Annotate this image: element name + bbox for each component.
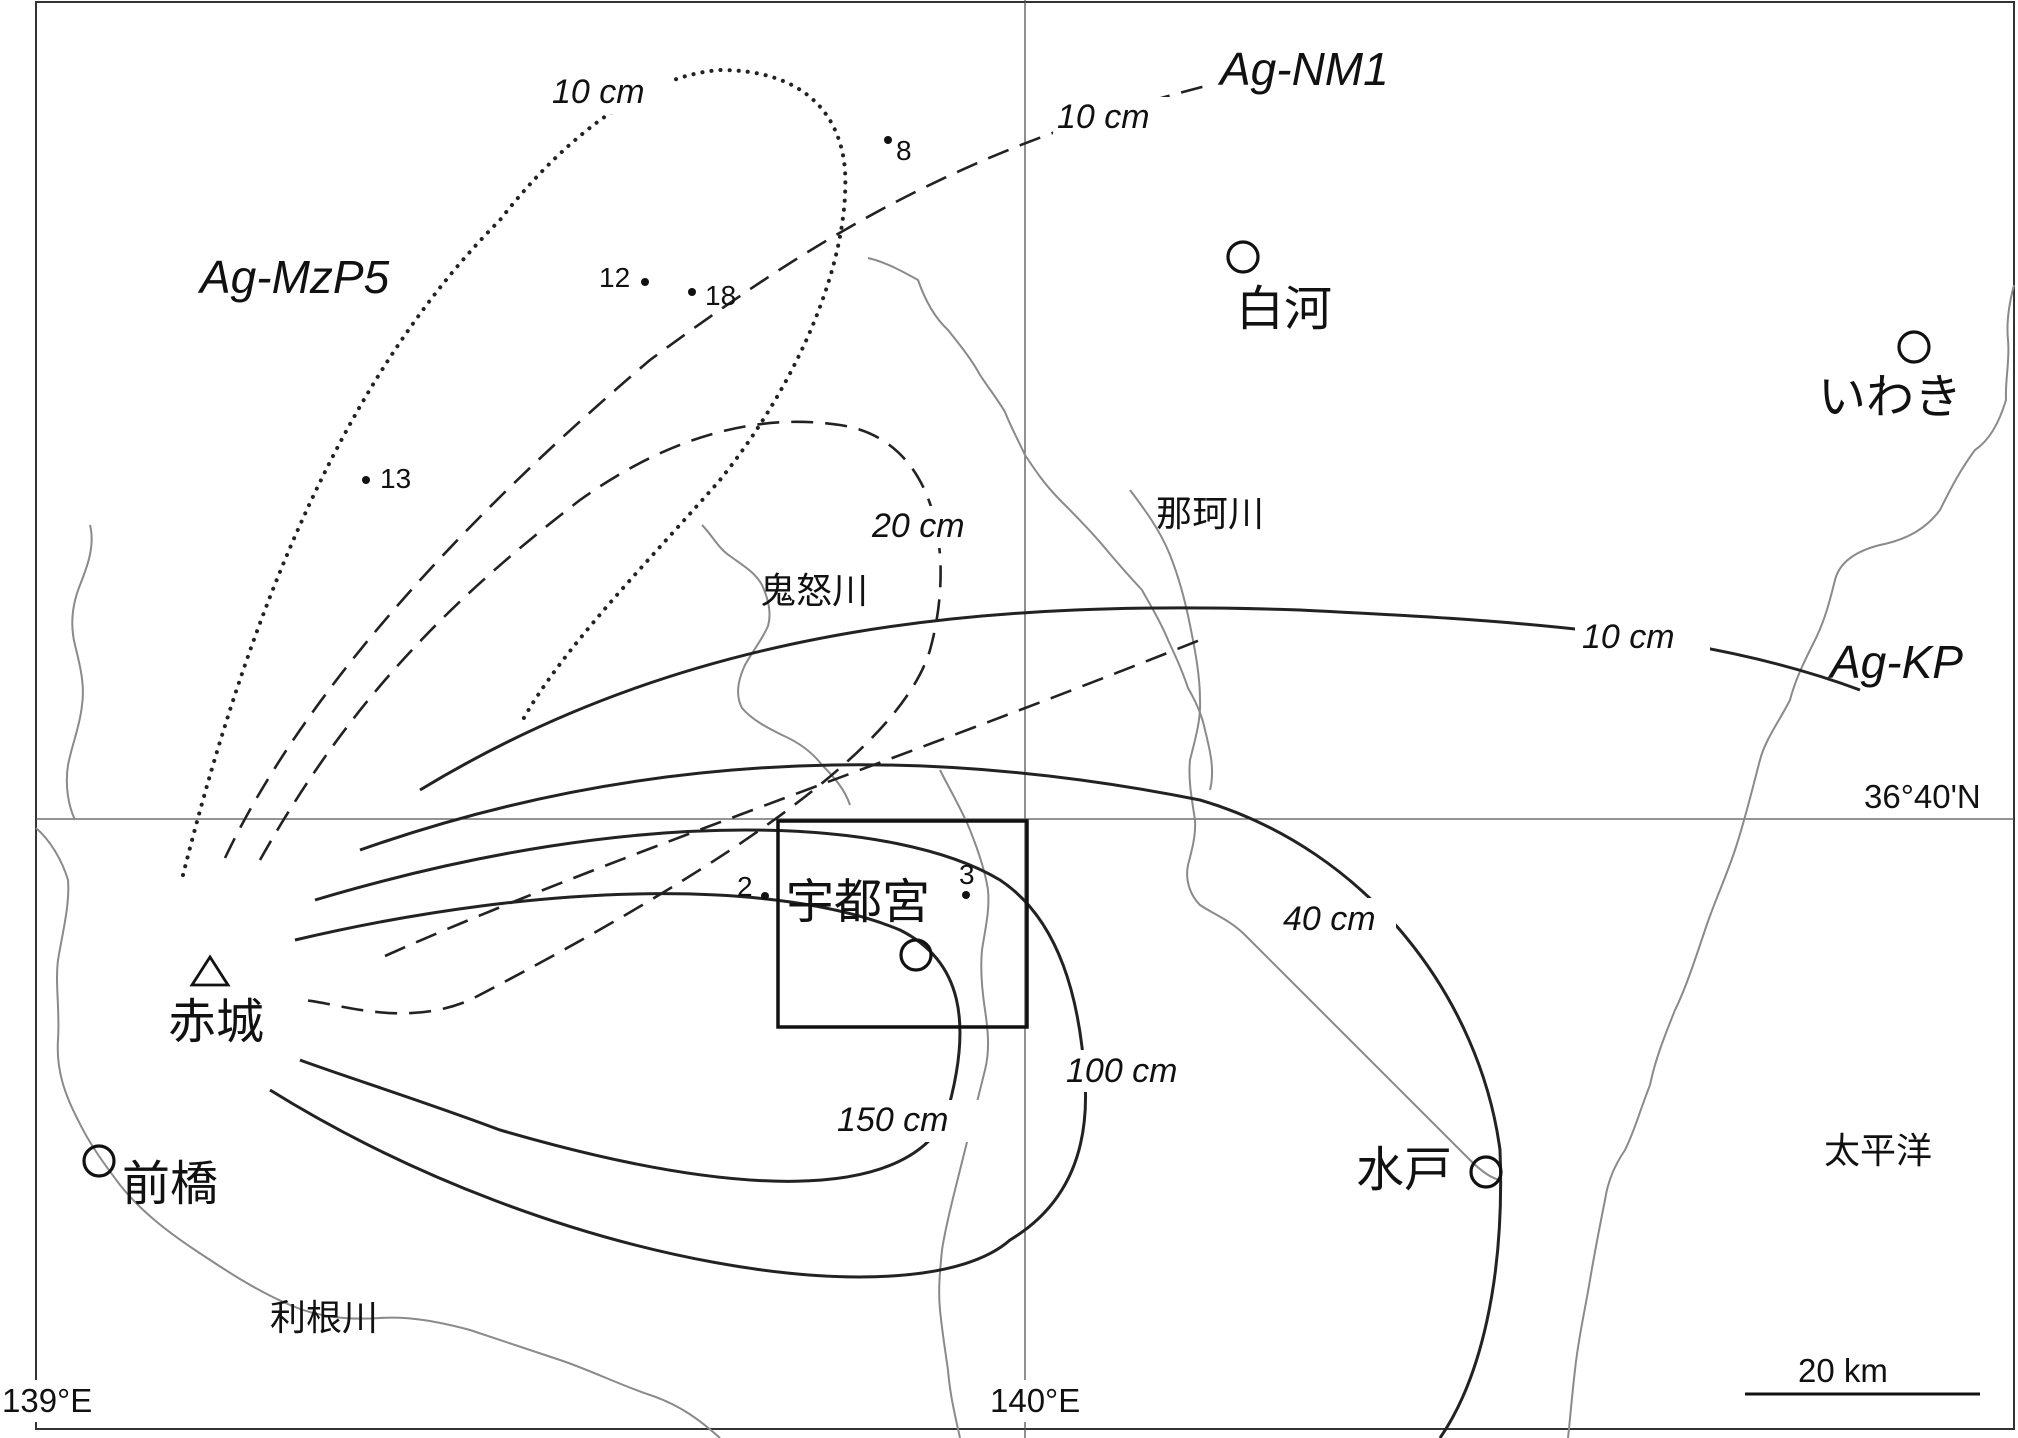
- tephra-label-kp: Ag-KP: [1827, 636, 1963, 688]
- site-2-marker: [761, 892, 769, 900]
- kp-150cm-label: 150 cm: [837, 1101, 949, 1139]
- kp-100cm-label: 100 cm: [1066, 1052, 1178, 1090]
- longitude-139-label: 139°E: [2, 1382, 92, 1419]
- site-8-label: 8: [896, 135, 912, 166]
- mzp5-10cm-label: 10 cm: [552, 73, 645, 111]
- river-north-west: [65, 524, 93, 821]
- river-utsunomiya-west: [701, 524, 851, 806]
- naka-river-label: 那珂川: [1156, 493, 1264, 534]
- site-18-label: 18: [705, 280, 736, 311]
- study-area-box: [776, 819, 1029, 1029]
- kp-10cm-label: 10 cm: [1582, 618, 1675, 656]
- tone-river: [35, 827, 721, 1438]
- akagi-volcano-icon: [189, 954, 231, 987]
- latitude-label: 36°40'N: [1864, 778, 1981, 815]
- pacific-ocean-label: 太平洋: [1824, 1130, 1932, 1171]
- site-13-marker: [362, 476, 370, 484]
- iwaki-label: いわき: [1818, 371, 1962, 424]
- isopach-labels: 10 cm 40 cm 100 cm 150 cm 10 cm 20 cm 10…: [548, 72, 1710, 1142]
- scale-bar-label: 20 km: [1798, 1352, 1888, 1389]
- nm1-isopach-inner: [384, 638, 1201, 958]
- site-12-label: 12: [599, 262, 630, 293]
- kp-isopach-40cm: [359, 763, 1503, 1438]
- mito-city-icon: [1469, 1155, 1503, 1189]
- tone-river-label: 利根川: [270, 1297, 378, 1338]
- site-13-label: 13: [380, 463, 411, 494]
- longitude-140-label: 140°E: [990, 1382, 1080, 1419]
- kp-40cm-label: 40 cm: [1283, 900, 1376, 938]
- akagi-label: 赤城: [168, 996, 264, 1049]
- tephra-label-mzp5: Ag-MzP5: [197, 251, 390, 303]
- nm1-10cm-label: 10 cm: [1057, 98, 1150, 136]
- maebashi-city-icon: [82, 1144, 116, 1178]
- maebashi-label: 前橋: [122, 1158, 218, 1211]
- nm1-isopach-10cm: [223, 83, 1211, 859]
- shirakawa-city-icon: [1226, 240, 1260, 274]
- site-2-label: 2: [737, 871, 753, 902]
- site-3-label: 3: [959, 859, 975, 890]
- mito-label: 水戸: [1356, 1144, 1452, 1197]
- kinu-river: [867, 257, 1214, 791]
- naka-river: [1129, 489, 1501, 1181]
- kinu-river-label: 鬼怒川: [760, 570, 868, 611]
- nm1-isopach-20cm: [258, 420, 942, 1015]
- nm1-20cm-label: 20 cm: [871, 507, 965, 545]
- iwaki-city-icon: [1897, 330, 1931, 364]
- site-12-marker: [641, 278, 649, 286]
- tephra-label-nm1: Ag-NM1: [1217, 43, 1389, 95]
- site-18-marker: [688, 288, 696, 296]
- utsunomiya-city-icon: [899, 938, 933, 972]
- shirakawa-label: 白河: [1236, 283, 1332, 336]
- coastline: [1567, 284, 2015, 1438]
- utsunomiya-label: 宇都宮: [786, 876, 930, 929]
- site-3-marker: [962, 891, 970, 899]
- site-8-marker: [884, 136, 892, 144]
